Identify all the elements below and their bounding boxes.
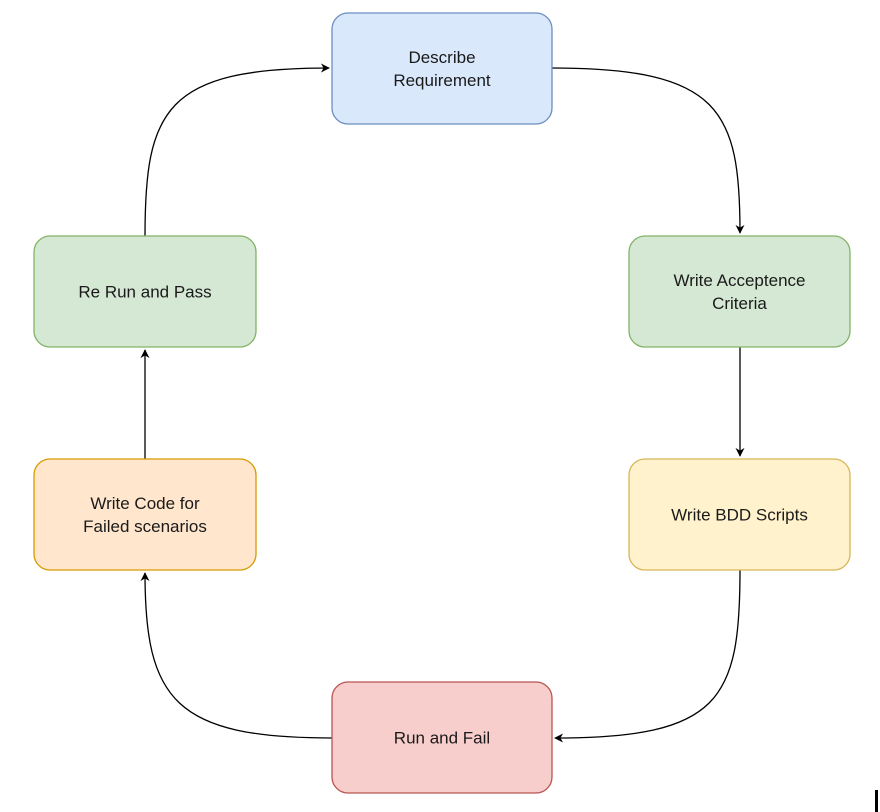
node-label: Write BDD Scripts xyxy=(671,506,808,525)
node-label: Run and Fail xyxy=(394,729,490,748)
edge-arrow xyxy=(144,63,330,237)
node-label-line: Write Code for xyxy=(90,494,200,513)
node-box xyxy=(628,458,851,571)
node-box xyxy=(331,12,553,125)
node-label-line: Run and Fail xyxy=(394,729,490,748)
node-rerun: Re Run and Pass xyxy=(33,235,257,348)
edge-rerun-to-describe xyxy=(144,63,330,237)
node-box xyxy=(33,235,257,348)
node-label-line: Write BDD Scripts xyxy=(671,506,808,525)
node-label-line: Describe xyxy=(408,48,475,67)
node-runfail: Run and Fail xyxy=(331,681,553,794)
node-label-line: Write Acceptence xyxy=(674,271,806,290)
node-label-line: Criteria xyxy=(712,294,767,313)
node-bdd: Write BDD Scripts xyxy=(628,458,851,571)
edge-arrow xyxy=(554,569,741,743)
edge-arrow xyxy=(551,67,745,234)
edge-arrow xyxy=(140,572,333,739)
text-cursor xyxy=(875,790,878,812)
node-label-line: Failed scenarios xyxy=(83,517,207,536)
node-label: Re Run and Pass xyxy=(78,283,211,302)
node-box xyxy=(331,681,553,794)
edge-describe-to-acceptance xyxy=(551,67,745,234)
node-box xyxy=(628,235,851,348)
node-label-line: Re Run and Pass xyxy=(78,283,211,302)
node-box xyxy=(33,458,257,571)
node-label-line: Requirement xyxy=(393,71,491,90)
edge-bdd-to-runfail xyxy=(554,569,741,743)
edge-runfail-to-writecode xyxy=(140,572,333,739)
